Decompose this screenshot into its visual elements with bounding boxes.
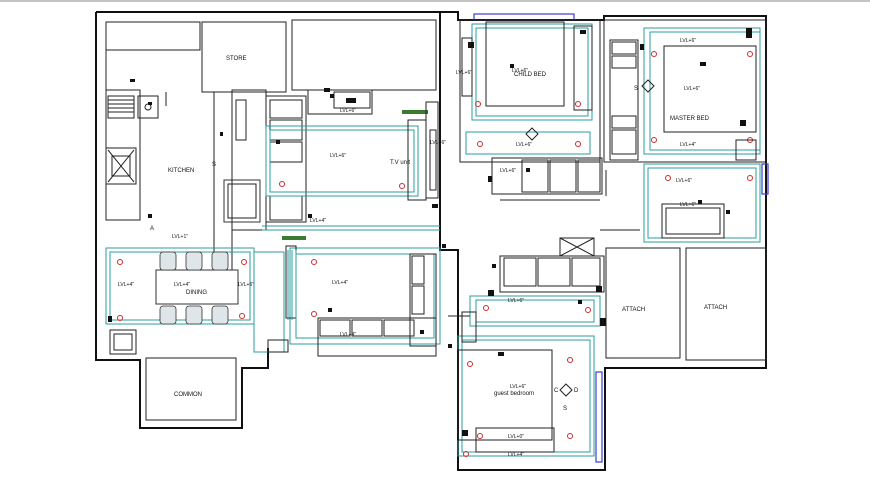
dining-area: LVL+1" DINING LVL+4" LVL+4" LVL+6"	[105, 234, 285, 355]
lvl-guest-bottom-2: LVL+4"	[508, 452, 524, 458]
lvl-dining-left: LVL+4"	[118, 282, 134, 288]
lvl-child-left: LVL+6"	[456, 70, 472, 76]
lvl-corridor: LVL+6"	[508, 298, 524, 304]
common-label: COMMON	[174, 392, 202, 398]
profile-light	[402, 110, 428, 114]
master-bed-area: S MASTER BED LVL+6" LVL+6" LVL+4"	[603, 19, 767, 163]
lvl-child: LVL+6"	[512, 68, 528, 74]
marker-c: C	[554, 388, 559, 394]
living-area: LVL+6" LVL+6" LVL+4" T.V unit LVL+6"	[231, 88, 446, 248]
guest-bed-icon	[457, 349, 553, 441]
lvl-guest-bottom: LVL+0"	[508, 434, 524, 440]
master-bed-label: MASTER BED	[670, 116, 710, 122]
child-wardrobe: LVL+6"	[488, 157, 607, 201]
fridge-icon	[223, 179, 261, 223]
child-bed-marker-icon	[525, 127, 539, 141]
lvl-master-top: LVL+6"	[680, 38, 696, 44]
lvl-guest: LVL+6"	[510, 384, 526, 390]
child-bed-label: CHILD BED	[514, 72, 547, 78]
dining-table	[155, 269, 239, 305]
kitchen-area: KITCHEN S A	[105, 79, 261, 273]
lvl-living-top: LVL+6"	[340, 108, 356, 114]
marker-d: D	[574, 388, 579, 394]
guest-marker-icon	[559, 383, 573, 397]
annotations	[448, 229, 640, 348]
lvl-living: LVL+6"	[330, 153, 346, 159]
sink-icon	[107, 95, 135, 119]
lvl-dining-right: LVL+6"	[238, 282, 254, 288]
lvl-living-mid: LVL+4"	[310, 218, 326, 224]
lvl-wardrobe: LVL+6"	[500, 168, 516, 174]
lvl-child-bottom: LVL+6"	[516, 142, 532, 148]
marker-s-guest: S	[563, 406, 567, 412]
master-bed-icon	[663, 45, 757, 133]
master-dress-area: LVL+6" LVL+6"	[643, 163, 769, 243]
lvl-dining: LVL+4"	[174, 282, 190, 288]
guest-bedroom-label: guest bedroom	[494, 391, 534, 397]
marker-a: A	[150, 226, 154, 232]
hob-icon	[105, 147, 137, 185]
lvl-dress: LVL+6"	[676, 178, 692, 184]
store-label: STORE	[226, 56, 247, 62]
dining-label: DINING	[186, 290, 207, 296]
outer-walls	[95, 11, 767, 471]
attach-baths: ATTACH ATTACH	[605, 247, 767, 361]
tv-unit-label: T.V unit	[390, 160, 410, 166]
kitchen-label: KITCHEN	[168, 168, 194, 174]
lvl-lounge: LVL+4"	[332, 280, 348, 286]
lounge-area: LVL+4" LVL+4"	[267, 236, 441, 357]
lvl-lounge-bottom: LVL+4"	[340, 332, 356, 338]
child-bed-area: CHILD BED LVL+6" LVL+6" LVL+6"	[456, 13, 601, 163]
corridor-area: LVL+6"	[469, 237, 605, 327]
attach-label-1: ATTACH	[622, 307, 645, 313]
lvl-dining-top: LVL+1"	[172, 234, 188, 240]
lvl-tv: LVL+6"	[430, 140, 446, 146]
child-bed-icon	[485, 21, 565, 107]
lvl-master-bottom: LVL+4"	[680, 142, 696, 148]
lvl-master: LVL+6"	[684, 86, 700, 92]
light-points	[117, 181, 405, 321]
marker-s-master: S	[634, 86, 638, 92]
master-bed-marker-icon	[641, 79, 655, 93]
lvl-dress-2: LVL+6"	[680, 202, 696, 208]
profile-light-2	[282, 236, 306, 240]
attach-label-2: ATTACH	[704, 305, 727, 311]
guest-bedroom-area: guest bedroom LVL+6" LVL+0" LVL+4" C D S	[457, 311, 603, 463]
